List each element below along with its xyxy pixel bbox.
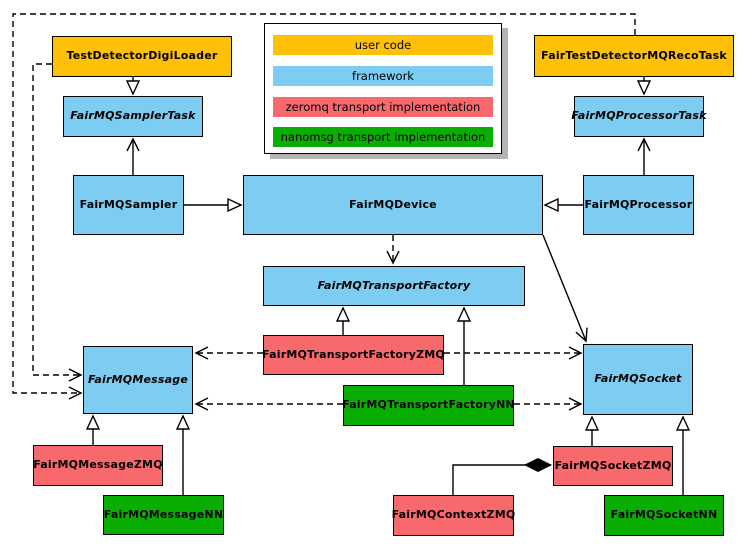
legend-box: user code framework zeromq transport imp… (264, 23, 502, 154)
node-fairtestdetectormqrecotask: FairTestDetectorMQRecoTask (534, 35, 734, 77)
node-fairmqprocessor: FairMQProcessor (583, 175, 694, 235)
legend-item-framework: framework (273, 66, 493, 86)
node-fairmqcontextzmq: FairMQContextZMQ (392, 495, 515, 536)
legend-item-zeromq: zeromq transport implementation (273, 97, 493, 117)
node-fairmqmessagezmq: FairMQMessageZMQ (33, 445, 163, 486)
edge-contextzmq-socketzmq (452, 465, 551, 495)
node-fairmqprocessortask: FairMQProcessorTask (571, 96, 706, 137)
node-fairmqsampler: FairMQSampler (73, 175, 184, 235)
node-fairmqsocketnn: FairMQSocketNN (604, 495, 724, 536)
node-fairmqmessage: FairMQMessage (83, 346, 193, 414)
legend-item-nanomsg: nanomsg transport implementation (273, 127, 493, 147)
node-fairmqsamplertask: FairMQSamplerTask (63, 96, 203, 137)
node-fairmqtransportfactory: FairMQTransportFactory (263, 266, 525, 306)
node-fairmqmessagenn: FairMQMessageNN (103, 495, 224, 535)
node-fairmqdevice: FairMQDevice (243, 175, 543, 235)
node-testdetectordigiloader: TestDetectorDigiLoader (52, 36, 232, 77)
node-fairmqtransportfactorynn: FairMQTransportFactoryNN (342, 385, 515, 426)
node-fairmqsocket: FairMQSocket (583, 344, 693, 415)
node-fairmqsocketzmq: FairMQSocketZMQ (553, 446, 673, 486)
edge-device-socket (542, 234, 588, 343)
node-fairmqtransportfactoryzmq: FairMQTransportFactoryZMQ (262, 335, 445, 375)
legend-item-user-code: user code (273, 35, 493, 55)
